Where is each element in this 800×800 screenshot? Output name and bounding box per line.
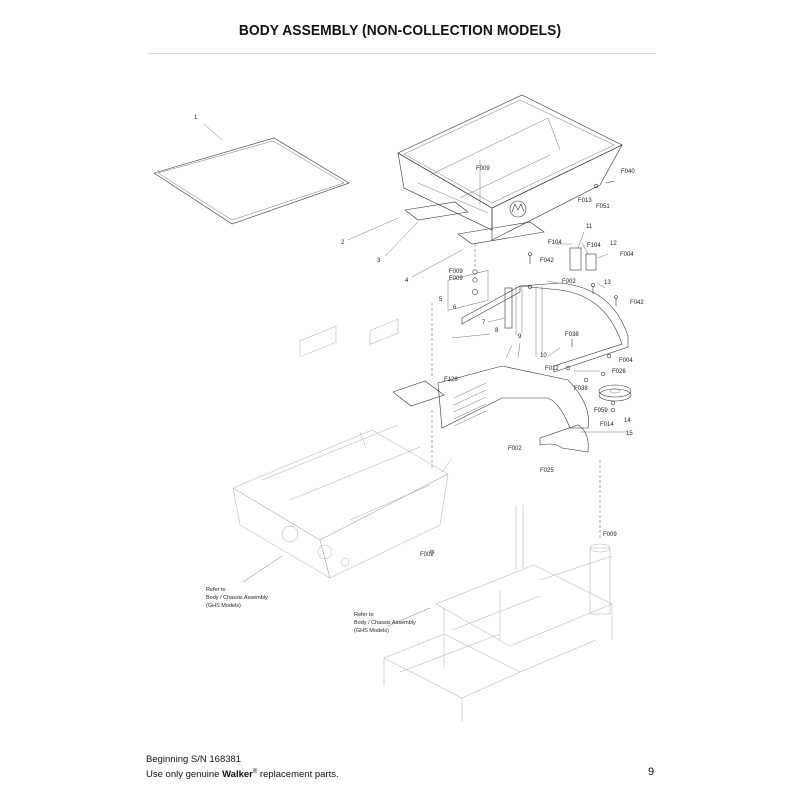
callout-f025: F025 [540,468,554,474]
callout-6: 6 [453,305,457,311]
callout-f042-a: F042 [540,258,554,264]
callout-12: 12 [610,241,617,247]
part-3-plate [384,201,469,257]
callout-f009-b: F009 [449,269,463,275]
callout-13: 13 [604,280,611,286]
callout-f002-c: F002 [420,552,434,558]
callout-7: 7 [482,320,486,326]
callout-f009-c: F009 [449,276,463,282]
part-1-sheet [153,123,350,225]
part-15-shroud [437,270,628,453]
callout-f013: F013 [578,198,592,204]
callout-1: 1 [194,115,198,121]
part-11-bracket [569,231,597,271]
svg-text:(GHS Models): (GHS Models) [206,603,241,609]
part-5-cover-plate [392,303,445,555]
callout-f026: F026 [612,369,626,375]
part-14-pulley [598,384,632,413]
callout-3: 3 [377,258,381,264]
callout-f009-d: F009 [603,532,617,538]
registered-mark: ® [252,769,258,775]
fastener-stack [472,180,618,306]
page-title: BODY ASSEMBLY (NON-COLLECTION MODELS) [238,22,562,39]
callout-f012: F012 [545,366,559,372]
callout-f038-b: F038 [574,386,588,392]
callout-f042-b: F042 [630,300,644,306]
callout-15: 15 [626,431,633,437]
callout-f128: F128 [444,377,458,383]
callout-f040: F040 [621,169,635,175]
reference-note-2: Refer to Body / Chassis Assembly (GHS Mo… [354,612,416,634]
genuine-parts-note: Use only genuine Walker® replacement par… [146,769,339,781]
brand-name: Walker [222,769,253,781]
callout-9: 9 [518,334,522,340]
callout-f104-b: F104 [587,243,601,249]
serial-number-note: Beginning S/N 168381 [146,754,242,765]
part-13-pins [565,283,612,383]
callout-11: 11 [586,224,593,230]
callout-f038-a: F038 [565,332,579,338]
callout-2: 2 [341,240,345,246]
title-divider [148,53,656,54]
callout-labels: 1 2 3 4 5 6 7 8 9 10 11 12 13 14 15 F009… [194,115,644,558]
callout-8: 8 [495,328,499,334]
callout-f002-a: F002 [562,279,576,285]
callout-f059: F059 [594,408,608,414]
callout-f104-a: F104 [548,240,562,246]
reference-note-1: Refer to Body / Chassis Assembly (GHS Mo… [206,587,268,609]
part-6-frame [461,282,629,373]
svg-text:(GHS Models): (GHS Models) [354,628,389,634]
lower-frame-chassis [383,460,613,722]
lower-body-chassis [232,318,453,583]
page-footer: Beginning S/N 168381 Use only genuine Wa… [146,754,339,781]
page-number: 9 [648,766,655,778]
leader-lines [451,242,609,372]
svg-text:Refer to: Refer to [206,587,226,593]
svg-text:Body / Chassis Assembly: Body / Chassis Assembly [206,595,268,601]
callout-f051: F051 [596,204,610,210]
callout-10: 10 [540,353,547,359]
part-4-plate [411,221,545,278]
callout-4: 4 [405,278,409,284]
svg-text:Refer to: Refer to [354,612,374,618]
part-2-hopper [347,94,623,241]
callout-14: 14 [624,418,631,424]
callout-f014: F014 [600,422,614,428]
callout-f004-b: F004 [619,358,633,364]
callout-5: 5 [439,297,443,303]
callout-f002-b: F002 [508,446,522,452]
callout-f009-hopper: F009 [476,166,490,172]
svg-text:Body / Chassis Assembly: Body / Chassis Assembly [354,620,416,626]
callout-f004-a: F004 [620,252,634,258]
